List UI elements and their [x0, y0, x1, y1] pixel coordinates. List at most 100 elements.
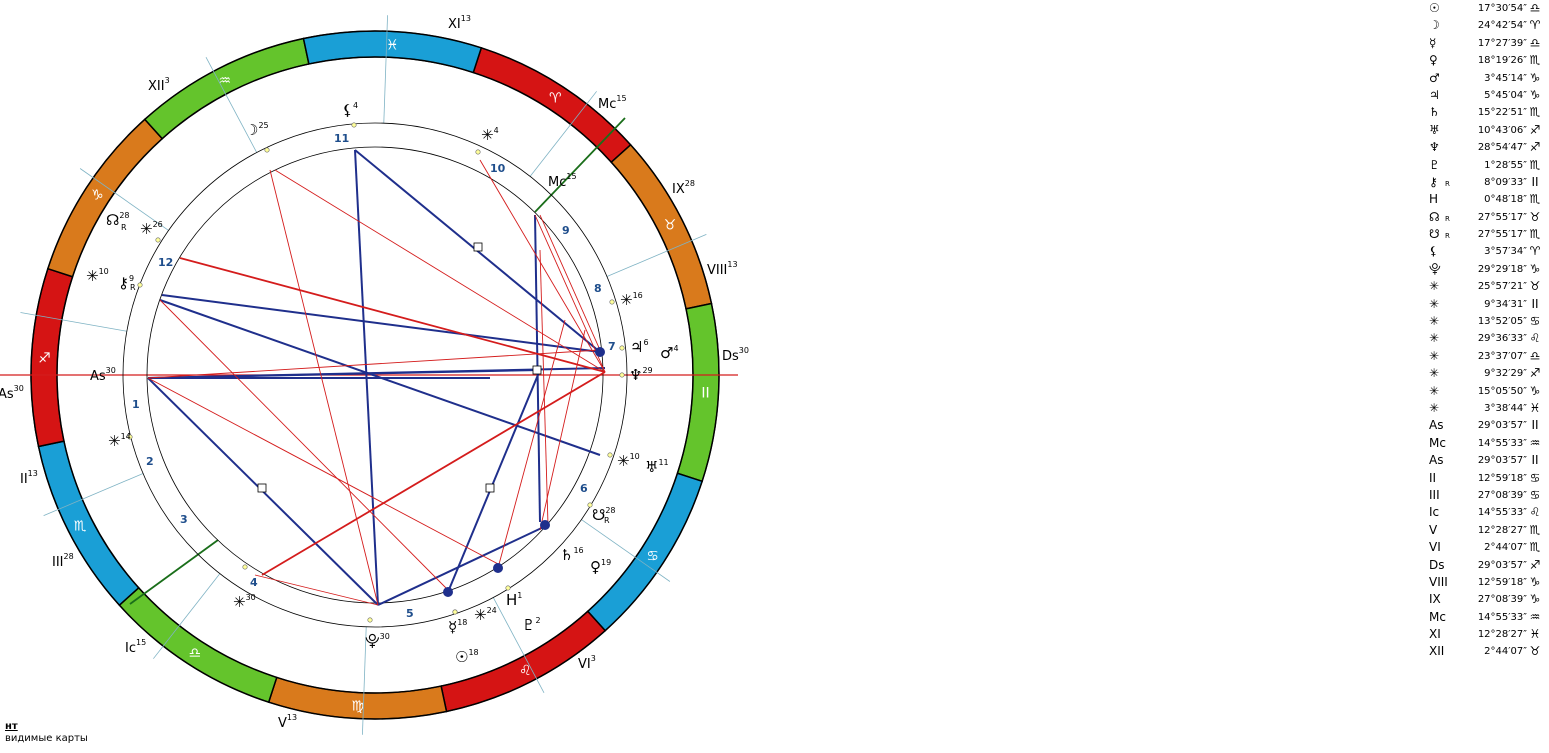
- sign-glyph-icon: ♉: [1529, 644, 1541, 659]
- sign-glyph-icon: ♈: [1529, 18, 1541, 33]
- sign-glyph-icon: ♋: [1529, 487, 1541, 502]
- position-value: 9°34′31″: [1484, 298, 1527, 310]
- house-number-2: 2: [146, 455, 154, 468]
- position-value: 14°55′33″: [1477, 437, 1527, 449]
- planet-glyph-icon: ✳: [1429, 331, 1440, 346]
- planet-glyph-icon: Mc: [1429, 609, 1446, 624]
- ic-outer: Ic15: [125, 638, 146, 656]
- sign-glyph-icon: ♐: [1529, 122, 1541, 137]
- position-value: 27°08′39″: [1477, 489, 1527, 501]
- sign-glyph-icon: ♑: [1529, 383, 1541, 398]
- house-V: V13: [278, 713, 297, 731]
- position-value: 3°45′14″: [1484, 72, 1527, 84]
- house-VIII: VIII13: [707, 260, 738, 278]
- sign-glyph-icon: II: [1531, 453, 1539, 468]
- house-number-3: 3: [180, 513, 188, 526]
- zodiac-segment-taurus: [610, 143, 713, 310]
- position-value: 23°37′07″: [1477, 350, 1527, 362]
- virgo-icon: ♍: [351, 699, 364, 715]
- pluto-icon: ♇2: [522, 616, 541, 634]
- retro-3-label: R: [604, 516, 610, 525]
- ic-axis: [129, 539, 219, 605]
- house-number-4: 4: [250, 576, 258, 589]
- table-row: ♆28°54′47″♐: [1425, 139, 1549, 156]
- house-number-10: 10: [490, 162, 506, 175]
- retrograde-mark: R: [1445, 232, 1450, 241]
- position-value: 15°05′50″: [1477, 385, 1527, 397]
- house-number-1: 1: [132, 398, 140, 411]
- lilith-icon: ⚸4: [342, 101, 358, 119]
- taurus-icon: ♉: [664, 218, 677, 234]
- cancer-icon: ♋: [646, 548, 659, 564]
- position-value: 9°32′29″: [1484, 368, 1527, 380]
- libra-icon: ♎: [188, 646, 201, 662]
- house-number-9: 9: [562, 224, 570, 237]
- sign-glyph-icon: II: [1531, 418, 1539, 433]
- zodiac-ring: ♈♉II♋♌♍♎♏♐♑♒♓: [30, 30, 720, 720]
- planet-glyph-icon: ♄: [1429, 105, 1440, 120]
- aspect-lines: [127, 122, 625, 623]
- planet-glyph-icon: ⚷: [1429, 174, 1438, 189]
- position-value: 27°55′17″: [1477, 229, 1527, 241]
- position-value: 0°48′18″: [1484, 194, 1527, 206]
- position-value: 29°03′57″: [1477, 455, 1527, 467]
- position-value: 2°44′07″: [1484, 542, 1527, 554]
- position-value: 13°52′05″: [1477, 316, 1527, 328]
- position-value: 12°28′27″: [1477, 629, 1527, 641]
- sign-glyph-icon: ♑: [1529, 261, 1541, 276]
- house-IX: IX28: [672, 179, 695, 197]
- planet-glyph-icon: As: [1429, 418, 1444, 433]
- sign-glyph-icon: ♋: [1529, 314, 1541, 329]
- planet-glyph-icon: ✳: [1429, 314, 1440, 329]
- table-row: ☿17°27′39″♎: [1425, 35, 1549, 52]
- position-value: 29°03′57″: [1477, 420, 1527, 432]
- zodiac-segment-scorpio: [37, 440, 140, 607]
- footer-title[interactable]: нт: [5, 721, 18, 732]
- sign-glyph-icon: ♎: [1529, 35, 1541, 50]
- position-value: 12°59′18″: [1477, 576, 1527, 588]
- house-II: II13: [20, 469, 38, 487]
- planet-glyph-icon: ✳: [1429, 400, 1440, 415]
- planet-glyph-icon: V: [1429, 522, 1438, 537]
- planet-glyph-icon: ♆: [1429, 140, 1440, 155]
- scorpio-icon: ♏: [74, 518, 87, 534]
- planet-glyph-icon: ✳: [1429, 383, 1440, 398]
- house-cusp-lines: [0, 15, 738, 735]
- chart-footer: нт видимые карты: [5, 721, 88, 745]
- position-value: 5°45′04″: [1484, 89, 1527, 101]
- position-value: 15°22′51″: [1477, 107, 1527, 119]
- star-7-icon: ✳30: [233, 593, 256, 611]
- planet-glyph-icon: ✳: [1429, 366, 1440, 381]
- aquarius-icon: ♒: [218, 73, 231, 89]
- sign-glyph-icon: ♏: [1529, 522, 1541, 537]
- star-6-icon: ✳24: [474, 606, 497, 624]
- sign-glyph-icon: ♏: [1529, 192, 1541, 207]
- star-8-icon: ✳14: [108, 432, 131, 450]
- sign-glyph-icon: ♑: [1529, 592, 1541, 607]
- retrograde-mark: R: [1445, 214, 1450, 223]
- planet-glyph-icon: ♃: [1429, 87, 1440, 102]
- table-row: As 29°03′57″ II: [1425, 417, 1549, 434]
- planet-glyph-icon: ✳: [1429, 296, 1440, 311]
- star-1-icon: ✳26: [140, 220, 163, 238]
- position-value: 3°38′44″: [1484, 402, 1527, 414]
- mc-inner-label: Mc15: [548, 172, 577, 190]
- sign-glyph-icon: ♉: [1529, 279, 1541, 294]
- table-row: ✳ 15°05′50″♑: [1425, 383, 1549, 400]
- house-number-12: 12: [158, 256, 173, 269]
- sign-glyph-icon: ♐: [1529, 140, 1541, 155]
- planet-glyph-icon: ♇: [1429, 157, 1440, 172]
- position-value: 17°30′54″: [1477, 3, 1527, 14]
- as-outer: As30: [0, 384, 24, 402]
- house-number-11: 11: [334, 132, 349, 145]
- position-value: 18°19′26″: [1477, 55, 1527, 67]
- retro-1-label: R: [121, 223, 127, 232]
